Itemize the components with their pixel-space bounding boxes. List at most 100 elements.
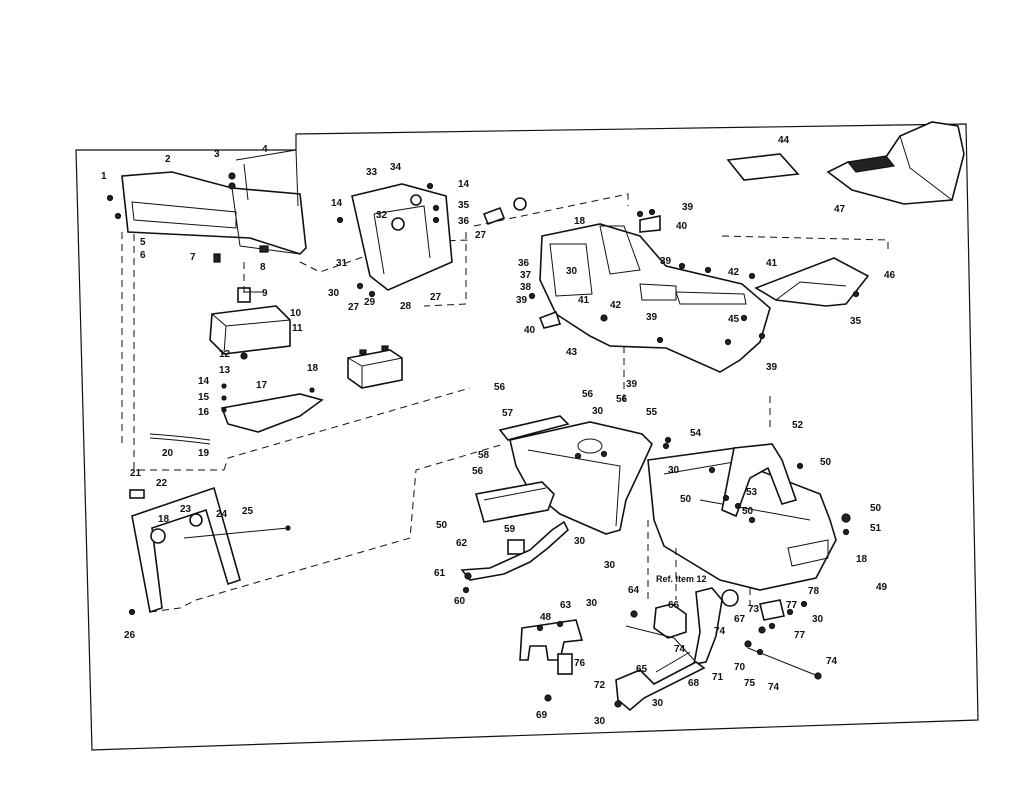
callout: 56 [494,382,506,393]
callout: 1 [101,171,107,182]
steering-support-plate [336,182,527,298]
callout: 59 [504,524,516,535]
callout: 74 [714,626,726,637]
rear-fender [528,208,771,373]
callout: 16 [198,407,210,418]
callout: 39 [646,312,658,323]
callout: 60 [454,596,466,607]
rear-frame-and-hitch [647,436,851,591]
seat-pad [726,153,800,181]
callout: 30 [812,614,824,625]
callout: 39 [626,379,638,390]
callout: 30 [594,716,606,727]
callout: 68 [688,678,700,689]
callout: 7 [190,252,196,263]
callout: 18 [158,514,170,525]
callout: 13 [219,365,231,376]
leader-line [647,520,751,606]
callout: 69 [536,710,548,721]
callout: 26 [124,630,136,641]
callout: 28 [400,301,412,312]
side-panel-bracket [128,486,291,616]
callout: 74 [674,644,686,655]
callout: 40 [676,221,688,232]
callout: 5 [140,237,146,248]
pedal-bracket-left [519,619,584,702]
callout: 41 [578,295,590,306]
ref-note: Ref. Item 12 [656,574,707,584]
callout: 23 [180,504,192,515]
callout: 14 [331,198,343,209]
callout: 71 [712,672,724,683]
callout: 67 [734,614,746,625]
front-axle-support [474,481,555,555]
callout: 30 [668,465,680,476]
callout: 57 [502,408,514,419]
callout: 51 [870,523,882,534]
callout: 64 [628,585,640,596]
callout: 4 [262,144,268,155]
callout: 44 [778,135,790,146]
callout: 29 [364,297,376,308]
leader-line [623,235,889,432]
callout: 46 [884,270,896,281]
callout: 24 [216,509,228,520]
fuel-line-and-bracket [149,383,324,445]
callout: 50 [436,520,448,531]
callout: 14 [458,179,470,190]
steering-drag-link [460,520,569,594]
callout-labels: 1 2 3 4 5 6 7 8 9 10 11 12 13 14 15 16 1… [101,135,896,727]
callout: 56 [472,466,484,477]
callout: 65 [636,664,648,675]
callout: 40 [524,325,536,336]
callout: 30 [586,598,598,609]
callout: 8 [260,262,266,273]
callout: 35 [850,316,862,327]
callout: 31 [336,258,348,269]
callout: 30 [592,406,604,417]
callout: 74 [768,682,780,693]
callout: 77 [794,630,806,641]
callout: 35 [458,200,470,211]
callout: 75 [744,678,756,689]
callout: 39 [660,256,672,267]
callout: 18 [574,216,586,227]
callout: 27 [430,292,442,303]
callout: 50 [820,457,832,468]
callout: 49 [876,582,888,593]
fuel-tank [209,287,291,360]
callout: 39 [766,362,778,373]
callout: 15 [198,392,210,403]
callout: 11 [292,323,303,334]
callout: 10 [290,308,302,319]
callout: 21 [130,468,142,479]
callout: 50 [680,494,692,505]
callout: 30 [328,288,340,299]
callout: 52 [792,420,804,431]
callout: 38 [520,282,532,293]
callout: 34 [390,162,402,173]
callout: 9 [262,288,268,299]
callout: 39 [516,295,528,306]
callout: 72 [594,680,606,691]
callout: 74 [826,656,838,667]
callout: 17 [256,380,268,391]
callout: 61 [434,568,446,579]
callout: 50 [870,503,882,514]
leader-line [423,193,629,307]
callout: 63 [560,600,572,611]
callout: 58 [478,450,490,461]
callout: 42 [610,300,622,311]
callout: 2 [165,154,171,165]
callout: 27 [348,302,360,313]
seat-pan [748,257,870,307]
dash-panel-assembly [106,149,307,263]
callout: 20 [162,448,174,459]
callout: 45 [728,314,740,325]
callout: 50 [742,506,754,517]
callout: 14 [198,376,210,387]
callout: 62 [456,538,468,549]
callout: 33 [366,167,378,178]
callout: 36 [458,216,470,227]
callout: 30 [604,560,616,571]
